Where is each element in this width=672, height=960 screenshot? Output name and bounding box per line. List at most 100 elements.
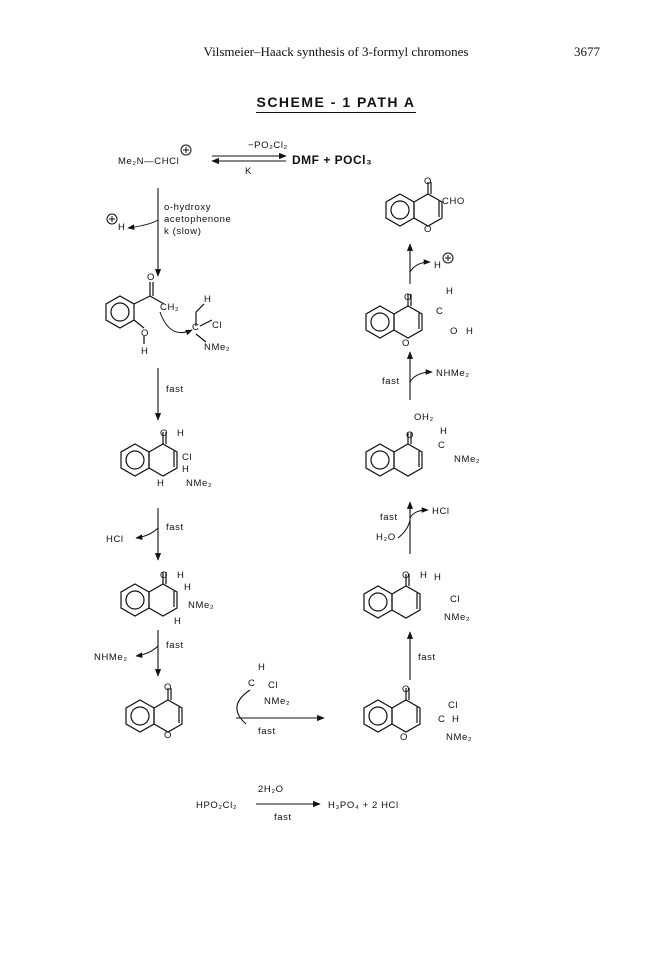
svg-text:HPO₂Cl₂: HPO₂Cl₂ (196, 800, 237, 811)
svg-text:fast: fast (258, 726, 276, 737)
svg-text:H₂O: H₂O (376, 532, 396, 543)
svg-text:2H₂O: 2H₂O (258, 784, 284, 795)
equilibrium-top-label: −PO₂Cl₂ (248, 140, 288, 151)
svg-text:O: O (424, 176, 432, 187)
step-1-arrow: H o-hydroxy acetophenone k (slow) (106, 188, 231, 277)
svg-text:NHMe₂: NHMe₂ (94, 652, 128, 663)
step-9-arrow: H (406, 243, 454, 284)
svg-text:H: H (434, 572, 441, 583)
svg-text:fast: fast (418, 652, 436, 663)
svg-text:H: H (177, 428, 184, 439)
svg-text:Cl: Cl (268, 680, 278, 691)
svg-text:fast: fast (166, 640, 184, 651)
svg-text:H: H (466, 326, 473, 337)
second-vilsmeier-attack: H C Cl NMe₂ fast (236, 662, 325, 737)
step-7-arrow: HCl fast H₂O (376, 501, 450, 554)
svg-text:H: H (182, 464, 189, 475)
svg-text:O: O (402, 684, 410, 695)
page-number: 3677 (574, 44, 600, 59)
step-6-arrow: fast (406, 631, 436, 680)
plus-charge-icon (180, 144, 192, 156)
enolate-intermediate: O CH₂ O H H C Cl NMe₂ (105, 272, 230, 357)
svg-text:C: C (192, 322, 199, 333)
svg-text:H: H (184, 582, 191, 593)
svg-text:CHO: CHO (442, 196, 465, 207)
svg-text:Cl: Cl (182, 452, 192, 463)
svg-text:fast: fast (166, 384, 184, 395)
svg-text:O: O (400, 732, 408, 743)
svg-text:H: H (446, 286, 453, 297)
equilibrium-bottom-label: K (245, 166, 252, 177)
svg-text:fast: fast (166, 522, 184, 533)
step-8-arrow: NHMe₂ fast (382, 351, 470, 400)
running-head: Vilsmeier–Haack synthesis of 3-formyl ch… (0, 44, 672, 64)
step-2-arrow: fast (154, 368, 184, 421)
amino-chromanone: O H H NMe₂ H (120, 570, 214, 627)
chromone-product: O O (125, 682, 183, 741)
svg-text:NMe₂: NMe₂ (188, 600, 214, 611)
svg-text:HCl: HCl (432, 506, 450, 517)
svg-text:H: H (452, 714, 459, 725)
svg-text:H₃PO₄ + 2 HCl: H₃PO₄ + 2 HCl (328, 800, 399, 811)
svg-text:NMe₂: NMe₂ (186, 478, 212, 489)
svg-text:NMe₂: NMe₂ (446, 732, 472, 743)
protonated-aldehyde: O H C O H O (365, 286, 473, 349)
chromanone-iminium: O H H Cl NMe₂ (363, 570, 470, 623)
svg-text:NMe₂: NMe₂ (204, 342, 230, 353)
svg-text:O: O (404, 292, 412, 303)
condition-o-hydroxy: o-hydroxy (164, 202, 211, 213)
condition-k-slow: k (slow) (164, 226, 202, 237)
condition-acetophenone: acetophenone (164, 214, 231, 225)
svg-text:Cl: Cl (450, 594, 460, 605)
h-plus-label: H (118, 222, 125, 233)
svg-text:O: O (424, 224, 432, 235)
vilsmeier-reagent-label: Me₂N—CHCl (118, 156, 179, 167)
svg-text:OH₂: OH₂ (414, 412, 434, 423)
svg-text:C: C (436, 306, 443, 317)
svg-text:HCl: HCl (106, 534, 124, 545)
svg-text:H: H (174, 616, 181, 627)
tetrahedral-adduct: O H Cl H NMe₂ H (120, 428, 212, 489)
svg-text:O: O (160, 570, 168, 581)
svg-text:H: H (157, 478, 164, 489)
scheme-title: SCHEME - 1 PATH A (0, 94, 672, 113)
svg-text:O: O (160, 428, 168, 439)
vilsmeier-equilibrium: Me₂N—CHCl −PO₂Cl₂ K DMF + POCl₃ (118, 140, 372, 177)
svg-text:H: H (440, 426, 447, 437)
c3-attack-intermediate: O O Cl C H NMe₂ (363, 684, 472, 743)
svg-text:H: H (177, 570, 184, 581)
svg-text:O: O (164, 730, 172, 741)
svg-text:NMe₂: NMe₂ (264, 696, 290, 707)
hydrolysis-equation: 2H₂O HPO₂Cl₂ fast H₃PO₄ + 2 HCl (196, 784, 399, 823)
svg-text:O: O (141, 328, 149, 339)
svg-text:C: C (438, 440, 445, 451)
svg-text:H: H (204, 294, 211, 305)
svg-text:CH₂: CH₂ (160, 302, 179, 313)
svg-text:H: H (420, 570, 427, 581)
svg-text:C: C (248, 678, 255, 689)
svg-text:C: C (438, 714, 445, 725)
svg-text:fast: fast (274, 812, 292, 823)
svg-text:Cl: Cl (448, 700, 458, 711)
svg-text:fast: fast (382, 376, 400, 387)
svg-text:O: O (402, 570, 410, 581)
running-title: Vilsmeier–Haack synthesis of 3-formyl ch… (203, 44, 469, 59)
svg-text:O: O (147, 272, 155, 283)
svg-text:Cl: Cl (212, 320, 222, 331)
svg-text:H: H (141, 346, 148, 357)
svg-text:O: O (450, 326, 458, 337)
svg-text:H: H (434, 260, 441, 271)
products-dmf-pocl3: DMF + POCl₃ (292, 153, 372, 167)
step-3-arrow: HCl fast (106, 508, 184, 561)
svg-text:NMe₂: NMe₂ (454, 454, 480, 465)
svg-text:NMe₂: NMe₂ (444, 612, 470, 623)
svg-text:fast: fast (380, 512, 398, 523)
3-formyl-chromone-product: O CHO O (385, 176, 465, 235)
hydrated-iminium: OH₂ O H C NMe₂ (365, 412, 480, 477)
svg-text:O: O (164, 682, 172, 693)
svg-text:O: O (402, 338, 410, 349)
svg-text:O: O (406, 430, 414, 441)
svg-text:NHMe₂: NHMe₂ (436, 368, 470, 379)
step-4-arrow: NHMe₂ fast (94, 630, 184, 677)
